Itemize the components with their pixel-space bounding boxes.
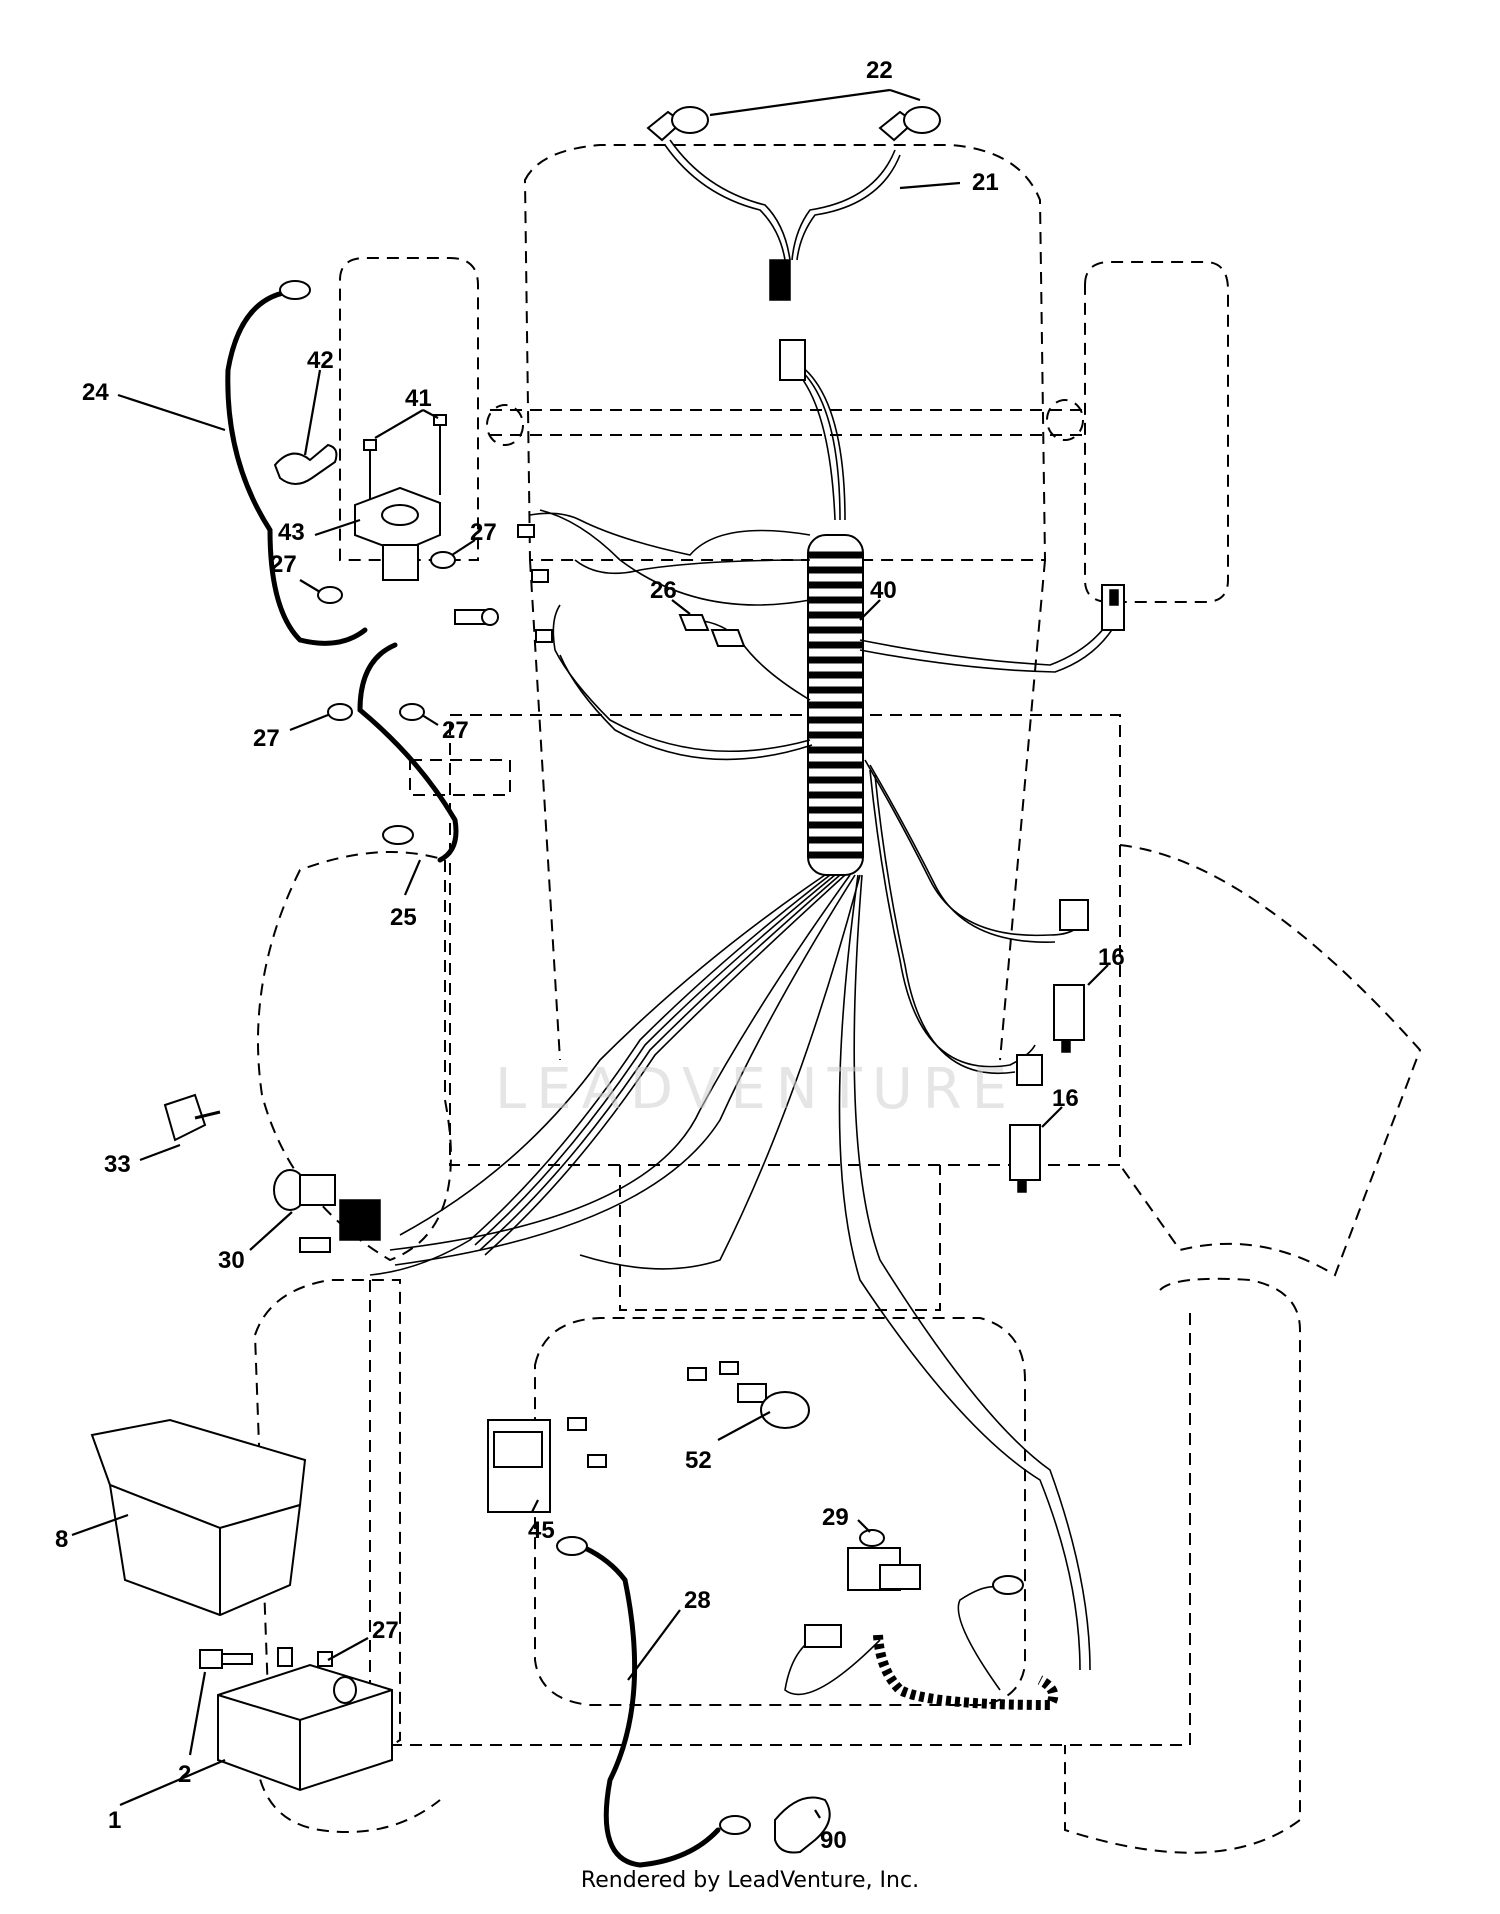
- tractor-outline: [253, 144, 1422, 1854]
- callout-26: 26: [650, 577, 677, 604]
- leader-28: [627, 1609, 681, 1681]
- leader-22: [709, 88, 921, 117]
- lamp-52: [737, 1383, 810, 1429]
- callout-52: 52: [685, 1447, 712, 1474]
- leader-26: [671, 599, 691, 615]
- leader-52: [717, 1411, 771, 1441]
- fuse-plug: [454, 608, 499, 626]
- leader-27c: [289, 713, 329, 732]
- callout-16a: 16: [1098, 944, 1125, 971]
- leader-90: [814, 1809, 821, 1819]
- nuts: [317, 551, 456, 721]
- callout-90: 90: [820, 1827, 847, 1854]
- callout-45: 45: [528, 1517, 555, 1544]
- leader-24: [117, 393, 226, 432]
- callout-24: 24: [82, 379, 109, 406]
- coil-cord: [784, 1575, 1059, 1711]
- callout-27c: 27: [253, 725, 280, 752]
- terminals-mid: [567, 1361, 739, 1468]
- fuse-holder: [678, 614, 746, 647]
- callout-22: 22: [866, 57, 893, 84]
- callout-43: 43: [278, 519, 305, 546]
- bolt-2: [199, 1647, 333, 1669]
- battery-cable-24: [225, 280, 368, 646]
- switch-29: [847, 1529, 921, 1591]
- top-terminals: [517, 524, 553, 643]
- footer-credit: Rendered by LeadVenture, Inc.: [580, 1868, 920, 1893]
- cable-boot-42: [273, 443, 338, 485]
- leader-27b: [299, 579, 321, 593]
- callout-2: 2: [178, 1761, 191, 1788]
- callout-40: 40: [870, 577, 897, 604]
- callout-27b: 27: [270, 551, 297, 578]
- battery-1: [217, 1663, 393, 1792]
- leader-25: [403, 859, 422, 896]
- callout-21: 21: [972, 169, 999, 196]
- seat-switch-connector: [1101, 584, 1125, 631]
- leader-27d: [421, 714, 439, 726]
- callout-42: 42: [307, 347, 334, 374]
- leader-1: [119, 1758, 226, 1807]
- headlight-harness: [664, 139, 901, 521]
- leader-41: [374, 409, 439, 439]
- leader-43: [314, 518, 361, 537]
- hour-meter-45: [487, 1419, 551, 1513]
- callouts: 22 21 24 42 41 43 27 27 27 27 26 40 25 1…: [55, 57, 1125, 1854]
- leader-40: [859, 599, 881, 621]
- leader-30: [249, 1211, 293, 1251]
- leader-8: [71, 1513, 129, 1537]
- leader-16b: [1041, 1106, 1063, 1128]
- callout-27a: 27: [470, 519, 497, 546]
- callout-33: 33: [104, 1151, 131, 1178]
- callout-16b: 16: [1052, 1085, 1079, 1112]
- harness-wires: [369, 509, 1116, 1671]
- solenoid-43: [354, 414, 447, 581]
- callout-27e: 27: [372, 1617, 399, 1644]
- callout-8: 8: [55, 1526, 68, 1553]
- leader-29: [857, 1519, 871, 1533]
- leader-42: [303, 369, 322, 456]
- plunger-switches: [1009, 899, 1089, 1193]
- leader-2: [188, 1671, 207, 1756]
- main-harness-sleeve: [807, 534, 864, 876]
- headlight-bulbs: [646, 106, 941, 142]
- battery-box-8: [90, 1418, 307, 1617]
- callout-27d: 27: [442, 717, 469, 744]
- watermark: LEADVENTURE: [495, 1057, 1017, 1122]
- callout-30: 30: [218, 1247, 245, 1274]
- callout-1: 1: [108, 1807, 121, 1834]
- ignition-key-33: [163, 1093, 221, 1142]
- leader-21: [899, 181, 961, 190]
- ignition-switch-30: [273, 1169, 381, 1253]
- callout-29: 29: [822, 1504, 849, 1531]
- callout-25: 25: [390, 904, 417, 931]
- ground-cable-28: [556, 1536, 751, 1868]
- leader-16a: [1087, 964, 1109, 986]
- leader-33: [139, 1143, 181, 1162]
- cable-25: [357, 642, 459, 863]
- leader-45: [531, 1499, 539, 1513]
- callout-41: 41: [405, 385, 432, 412]
- callout-28: 28: [684, 1587, 711, 1614]
- leader-27a: [451, 539, 476, 556]
- leader-27e: [327, 1637, 369, 1661]
- headlight-connector: [779, 339, 806, 381]
